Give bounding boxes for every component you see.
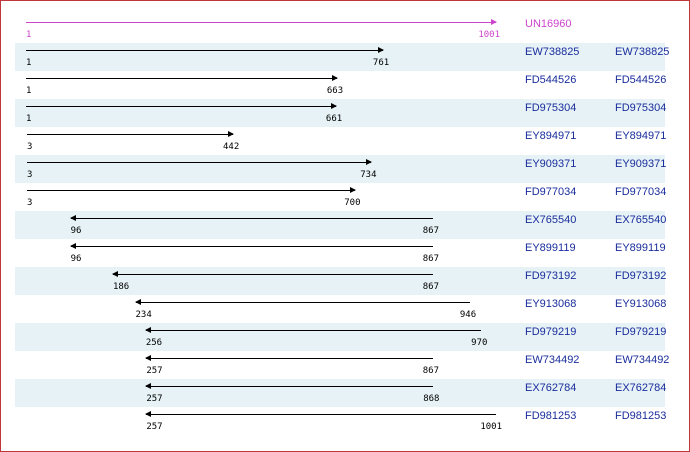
accession-link[interactable]: EY894971 bbox=[525, 130, 577, 142]
start-coordinate-label: 234 bbox=[135, 310, 152, 320]
hit-row: 3 700 FD977034 FD977034 bbox=[15, 183, 667, 211]
accession-link[interactable]: EY899119 bbox=[525, 242, 576, 254]
accession-link-secondary[interactable]: FD979219 bbox=[615, 326, 667, 338]
end-coordinate-label: 970 bbox=[471, 338, 488, 348]
accession-link[interactable]: FD981253 bbox=[525, 410, 577, 422]
accession-link-secondary[interactable]: EX765540 bbox=[615, 214, 667, 226]
accession-link-secondary[interactable]: FD977034 bbox=[615, 186, 667, 198]
end-coordinate-label: 867 bbox=[422, 254, 440, 264]
hit-row: 3 442 EY894971 EY894971 bbox=[15, 127, 667, 155]
accession-link[interactable]: FD973192 bbox=[525, 270, 577, 282]
end-coordinate-label: 734 bbox=[360, 170, 377, 180]
end-coordinate-label: 868 bbox=[423, 394, 440, 404]
hit-row: 256 970 FD979219 FD979219 bbox=[15, 323, 667, 351]
forward-arrow bbox=[26, 131, 235, 137]
accession-link[interactable]: FD544526 bbox=[525, 74, 577, 86]
hit-row: 257 868 EX762784 EX762784 bbox=[15, 379, 667, 407]
accession-link-secondary[interactable]: FD973192 bbox=[615, 270, 667, 282]
hit-row: 1 661 FD975304 FD975304 bbox=[15, 99, 667, 127]
query-id-label: UN16960 bbox=[525, 18, 572, 30]
query-row: 1 1001 UN16960 bbox=[15, 15, 665, 43]
accession-link[interactable]: EX762784 bbox=[525, 382, 577, 394]
start-coordinate-label: 1 bbox=[26, 58, 32, 68]
reverse-arrow bbox=[145, 383, 434, 389]
query-arrow bbox=[26, 19, 497, 25]
reverse-arrow bbox=[69, 243, 433, 249]
hit-row: 186 867 FD973192 FD973192 bbox=[15, 267, 667, 295]
accession-link-secondary[interactable]: EW734492 bbox=[615, 354, 670, 366]
end-coordinate-label: 663 bbox=[326, 86, 344, 96]
end-coordinate-label: 867 bbox=[422, 282, 440, 292]
accession-link[interactable]: EW738825 bbox=[525, 46, 580, 58]
end-coordinate-label: 867 bbox=[422, 366, 440, 376]
start-coordinate-label: 1 bbox=[26, 86, 32, 96]
start-coordinate-label: 96 bbox=[70, 254, 82, 264]
hit-row: 96 867 EX765540 EX765540 bbox=[15, 211, 667, 239]
accession-link-secondary[interactable]: FD544526 bbox=[615, 74, 667, 86]
hit-row: 234 946 EY913068 EY913068 bbox=[15, 295, 667, 323]
end-coordinate-label: 946 bbox=[459, 310, 477, 320]
reverse-arrow bbox=[145, 411, 496, 417]
forward-arrow bbox=[26, 187, 356, 193]
accession-link[interactable]: FD979219 bbox=[525, 326, 577, 338]
accession-link-secondary[interactable]: EY899119 bbox=[615, 242, 666, 254]
start-coordinate-label: 257 bbox=[146, 422, 163, 432]
start-coordinate-label: 257 bbox=[146, 366, 163, 376]
forward-arrow bbox=[26, 47, 385, 53]
reverse-arrow bbox=[111, 271, 433, 277]
reverse-arrow bbox=[69, 215, 433, 221]
accession-link[interactable]: FD977034 bbox=[525, 186, 577, 198]
start-coordinate-label: 96 bbox=[70, 226, 82, 236]
end-coordinate-label: 761 bbox=[372, 58, 390, 68]
accession-link-secondary[interactable]: EW738825 bbox=[615, 46, 670, 58]
reverse-arrow bbox=[134, 299, 471, 305]
start-coordinate-label: 1 bbox=[26, 114, 32, 124]
start-coordinate-label: 3 bbox=[26, 142, 33, 152]
query-end-label: 1001 bbox=[478, 30, 500, 40]
query-start-label: 1 bbox=[26, 30, 32, 40]
accession-link[interactable]: EY913068 bbox=[525, 298, 577, 310]
hit-row: 1 761 EW738825 EW738825 bbox=[15, 43, 669, 71]
hit-row: 257 867 EW734492 EW734492 bbox=[15, 351, 669, 379]
forward-arrow bbox=[26, 103, 338, 109]
end-coordinate-label: 700 bbox=[344, 198, 361, 208]
start-coordinate-label: 3 bbox=[26, 170, 33, 180]
accession-link[interactable]: EX765540 bbox=[525, 214, 577, 226]
accession-link-secondary[interactable]: FD975304 bbox=[615, 102, 667, 114]
reverse-arrow bbox=[145, 355, 433, 361]
reverse-arrow bbox=[144, 327, 482, 333]
start-coordinate-label: 257 bbox=[146, 394, 163, 404]
end-coordinate-label: 661 bbox=[325, 114, 343, 124]
hit-row: 257 1001 FD981253 FD981253 bbox=[15, 407, 667, 435]
hit-row: 96 867 EY899119 EY899119 bbox=[15, 239, 666, 267]
accession-link[interactable]: EW734492 bbox=[525, 354, 580, 366]
end-coordinate-label: 442 bbox=[223, 142, 240, 152]
hit-row: 1 663 FD544526 FD544526 bbox=[15, 71, 667, 99]
accession-link-secondary[interactable]: EY894971 bbox=[615, 130, 667, 142]
accession-link[interactable]: FD975304 bbox=[525, 102, 577, 114]
end-coordinate-label: 1001 bbox=[480, 422, 502, 432]
hit-row: 3 734 EY909371 EY909371 bbox=[15, 155, 667, 183]
start-coordinate-label: 3 bbox=[26, 198, 33, 208]
accession-link[interactable]: EY909371 bbox=[525, 158, 577, 170]
accession-link-secondary[interactable]: EY913068 bbox=[615, 298, 667, 310]
start-coordinate-label: 256 bbox=[145, 338, 163, 348]
forward-arrow bbox=[26, 159, 372, 165]
forward-arrow bbox=[26, 75, 339, 81]
end-coordinate-label: 867 bbox=[422, 226, 440, 236]
accession-link-secondary[interactable]: FD981253 bbox=[615, 410, 667, 422]
start-coordinate-label: 186 bbox=[112, 282, 130, 292]
accession-link-secondary[interactable]: EX762784 bbox=[615, 382, 667, 394]
accession-link-secondary[interactable]: EY909371 bbox=[615, 158, 667, 170]
